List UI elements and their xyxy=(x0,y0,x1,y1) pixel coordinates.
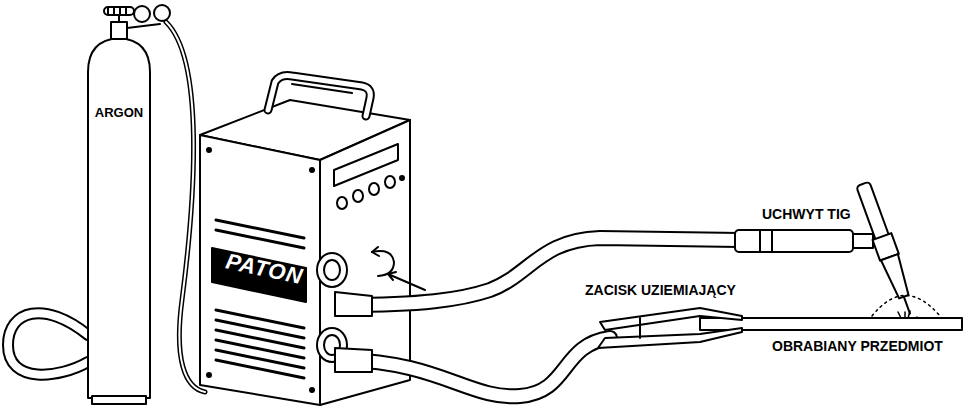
part-label: UCHWYT TIG xyxy=(760,206,853,223)
part-label: ZACISK UZIEMIAJĄCY xyxy=(583,282,738,299)
gas-label: ARGON xyxy=(93,104,145,121)
part-label: OBRABIANY PRZEDMIOT xyxy=(770,338,945,355)
